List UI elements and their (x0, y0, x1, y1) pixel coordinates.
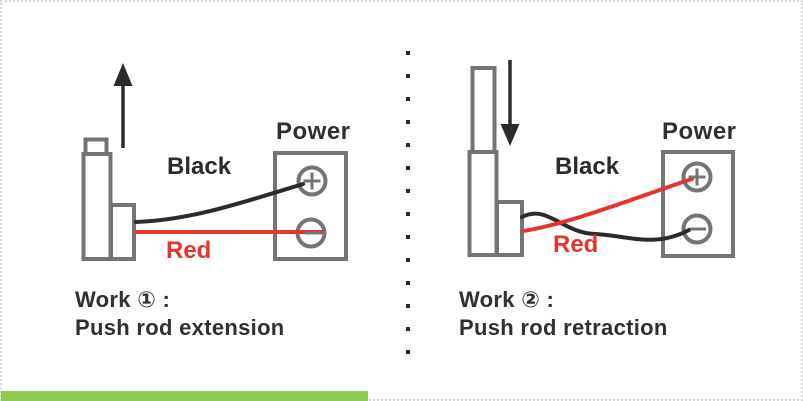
actuator-extended (467, 66, 524, 257)
black-wire (134, 182, 305, 224)
push-rod-extended (470, 66, 497, 154)
work-caption-retraction: Work ② : Push rod retraction (459, 286, 668, 342)
work-description: Push rod extension (75, 315, 285, 340)
green-accent-bar (1, 391, 368, 401)
actuator-retracted (81, 137, 136, 261)
black-wire (520, 211, 691, 242)
black-wire-label: Black (167, 153, 232, 180)
work-title: Work ② : (459, 287, 555, 312)
dotted-divider (406, 51, 410, 373)
panel-extension-shapes (81, 63, 348, 261)
power-label: Power (662, 118, 737, 145)
up-arrow-icon (113, 63, 133, 148)
work-title: Work ① : (75, 287, 171, 312)
plus-terminal-icon (688, 168, 706, 186)
red-wire-label: Red (553, 231, 599, 258)
red-wire (521, 177, 694, 233)
red-wire-label: Red (166, 237, 212, 264)
power-label: Power (276, 118, 351, 145)
plus-terminal-icon (303, 172, 321, 190)
actuator-body (81, 152, 113, 261)
panel-retraction-shapes (467, 60, 735, 258)
actuator-motor-block (109, 203, 136, 261)
black-wire-label: Black (555, 153, 620, 180)
down-arrow-icon (500, 60, 520, 146)
power-box (661, 150, 735, 258)
actuator-motor-block (495, 200, 524, 257)
work-description: Push rod retraction (459, 315, 668, 340)
actuator-body (467, 150, 499, 257)
work-caption-extension: Work ① : Push rod extension (75, 286, 285, 342)
power-box (273, 151, 348, 261)
